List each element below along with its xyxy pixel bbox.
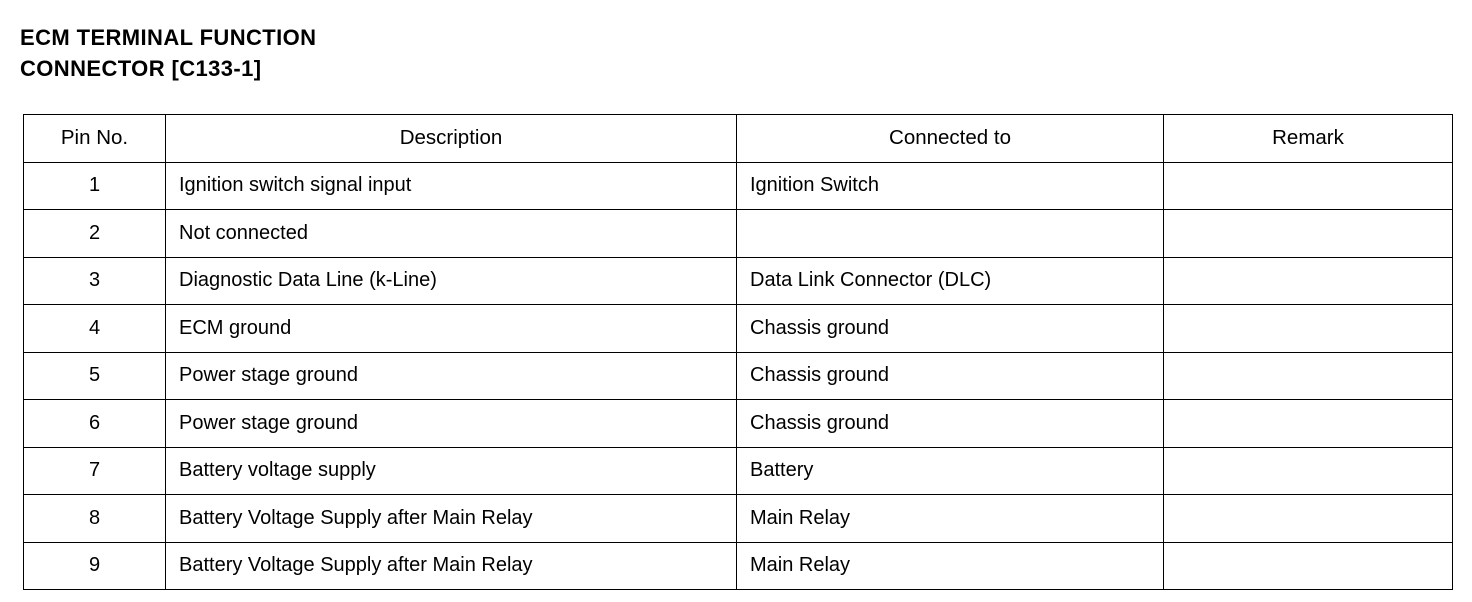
cell-remark [1163,304,1453,353]
cell-description: Battery voltage supply [165,446,737,495]
cell-description: Battery Voltage Supply after Main Relay [165,541,737,590]
cell-pin-no: 5 [23,351,166,400]
page-title-line-1: ECM TERMINAL FUNCTION [20,25,317,50]
cell-remark [1163,256,1453,305]
cell-description: Battery Voltage Supply after Main Relay [165,494,737,543]
page-title: ECM TERMINAL FUNCTION CONNECTOR [C133-1] [20,22,620,84]
cell-connected-to: Data Link Connector (DLC) [736,256,1164,305]
cell-remark [1163,399,1453,448]
cell-remark [1163,161,1453,210]
cell-pin-no: 3 [23,256,166,305]
cell-connected-to: Chassis ground [736,399,1164,448]
cell-description: Power stage ground [165,351,737,400]
page-title-line-2: CONNECTOR [C133-1] [20,56,262,81]
cell-pin-no: 6 [23,399,166,448]
cell-connected-to [736,209,1164,258]
cell-description: Diagnostic Data Line (k-Line) [165,256,737,305]
table-header-row: Pin No. Description Connected to Remark [23,114,1453,163]
cell-connected-to: Battery [736,446,1164,495]
cell-connected-to: Chassis ground [736,351,1164,400]
cell-remark [1163,209,1453,258]
cell-remark [1163,351,1453,400]
cell-remark [1163,541,1453,590]
column-header-remark: Remark [1163,114,1453,163]
cell-description: Power stage ground [165,399,737,448]
table-header: Pin No. Description Connected to Remark [23,114,1453,163]
cell-description: ECM ground [165,304,737,353]
cell-pin-no: 2 [23,209,166,258]
cell-connected-to: Ignition Switch [736,161,1164,210]
cell-pin-no: 1 [23,161,166,210]
cell-pin-no: 7 [23,446,166,495]
cell-pin-no: 4 [23,304,166,353]
cell-connected-to: Chassis ground [736,304,1164,353]
cell-remark [1163,494,1453,543]
cell-pin-no: 9 [23,541,166,590]
column-header-description: Description [165,114,737,163]
cell-connected-to: Main Relay [736,494,1164,543]
cell-remark [1163,446,1453,495]
cell-connected-to: Main Relay [736,541,1164,590]
cell-description: Not connected [165,209,737,258]
ecm-terminal-function-table: Pin No. Description Connected to Remark … [23,114,1453,590]
cell-pin-no: 8 [23,494,166,543]
column-header-pin-no: Pin No. [23,114,166,163]
column-header-connected-to: Connected to [736,114,1164,163]
cell-description: Ignition switch signal input [165,161,737,210]
